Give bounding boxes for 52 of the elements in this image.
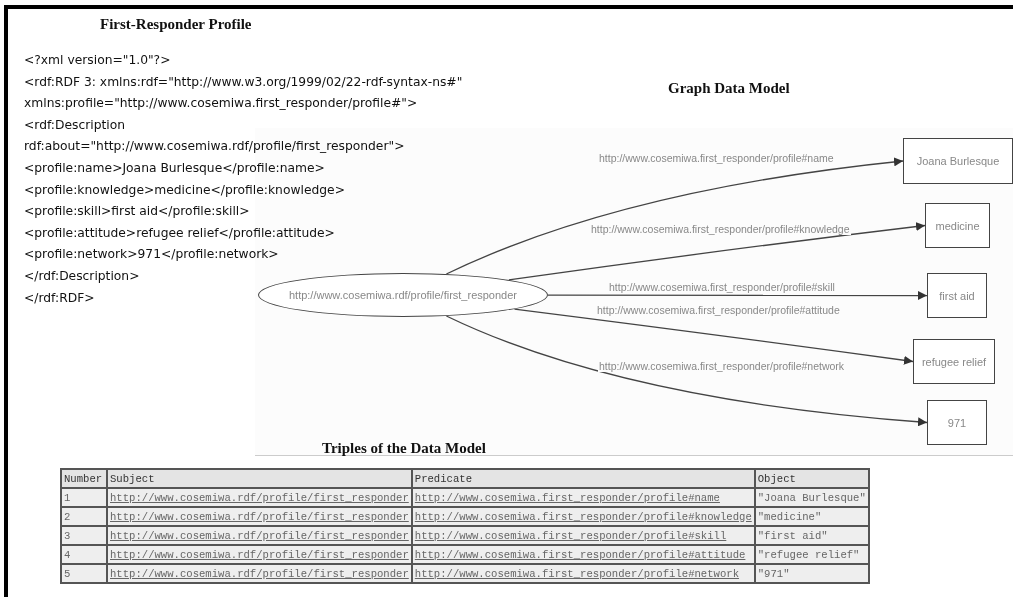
code-line: rdf:about="http://www.cosemiwa.rdf/profile/first_responder"> [24, 139, 405, 154]
header-cell: Subject [107, 469, 412, 488]
edge-label: http://www.cosemiwa.first_responder/profile#skill [608, 281, 836, 293]
edge-label: http://www.cosemiwa.first_responder/profile#knowledge [590, 223, 851, 235]
code-line: </rdf:RDF> [24, 290, 95, 305]
table-cell: "refugee relief" [754, 545, 869, 564]
table-cell: "medicine" [754, 507, 869, 526]
table-cell: 4 [61, 545, 107, 564]
object-box: first aid [927, 273, 987, 318]
edge-label: http://www.cosemiwa.first_responder/profile#network [598, 360, 846, 372]
code-line: </rdf:Description> [24, 269, 140, 283]
header-cell: Predicate [411, 469, 755, 488]
table-cell: 1 [61, 488, 107, 507]
table-cell: "first aid" [754, 526, 869, 545]
table-cell: http://www.cosemiwa.rdf/profile/first_responder [107, 545, 412, 564]
code-line: xmlns:profile="http://www.cosemiwa.first_responder/profile#"> [24, 96, 418, 111]
table-cell: 3 [61, 526, 107, 545]
edge-label: http://www.cosemiwa.first_responder/profile#name [598, 152, 835, 164]
code-line: <profile:attitude>refugee relief</profile:attitude> [24, 225, 335, 240]
table-cell: http://www.cosemiwa.first_responder/profile#name [411, 488, 755, 507]
arrow [508, 222, 926, 281]
edge-label: http://www.cosemiwa.first_responder/profile#attitude [596, 304, 841, 316]
header-cell: Number [61, 469, 107, 488]
table-cell: http://www.cosemiwa.first_responder/profile#skill [411, 526, 755, 545]
object-box: refugee relief [913, 339, 995, 384]
table-cell: http://www.cosemiwa.first_responder/profile#attitude [411, 545, 755, 564]
code-line: <profile:network>971</profile:network> [24, 247, 279, 262]
object-box: Joana Burlesque [903, 138, 1013, 184]
table-cell: http://www.cosemiwa.first_responder/profile#knowledge [411, 507, 755, 526]
table-cell: "Joana Burlesque" [754, 488, 869, 507]
object-box: 971 [927, 400, 987, 445]
arrow [547, 291, 928, 300]
heading: Triples of the Data Model [322, 440, 486, 457]
table-cell: http://www.cosemiwa.first_responder/profile#network [411, 564, 755, 583]
object-box: medicine [925, 203, 990, 248]
table-cell: http://www.cosemiwa.rdf/profile/first_responder [107, 526, 412, 545]
table-cell: http://www.cosemiwa.rdf/profile/first_responder [107, 507, 412, 526]
table-cell: "971" [754, 564, 869, 583]
header-cell: Object [754, 469, 869, 488]
code-line: <profile:name>Joana Burlesque</profile:name> [24, 161, 325, 175]
code-line: <rdf:Description [24, 117, 126, 132]
arrow [513, 308, 914, 365]
table-cell: http://www.cosemiwa.rdf/profile/first_responder [107, 488, 412, 507]
code-line: <?xml version="1.0"?> [24, 53, 171, 67]
heading: Graph Data Model [668, 80, 790, 97]
code-line: <profile:skill>first aid</profile:skill> [24, 204, 250, 219]
table-cell: 2 [61, 507, 107, 526]
table-cell: http://www.cosemiwa.rdf/profile/first_responder [107, 564, 412, 583]
table-cell: 5 [61, 564, 107, 583]
code-line: <rdf:RDF 3: xmlns:rdf="http://www.w3.org/1999/02/22-rdf-syntax-ns#" [24, 74, 463, 89]
heading: First-Responder Profile [100, 16, 252, 33]
code-line: <profile:knowledge>medicine</profile:knowledge> [24, 182, 345, 197]
